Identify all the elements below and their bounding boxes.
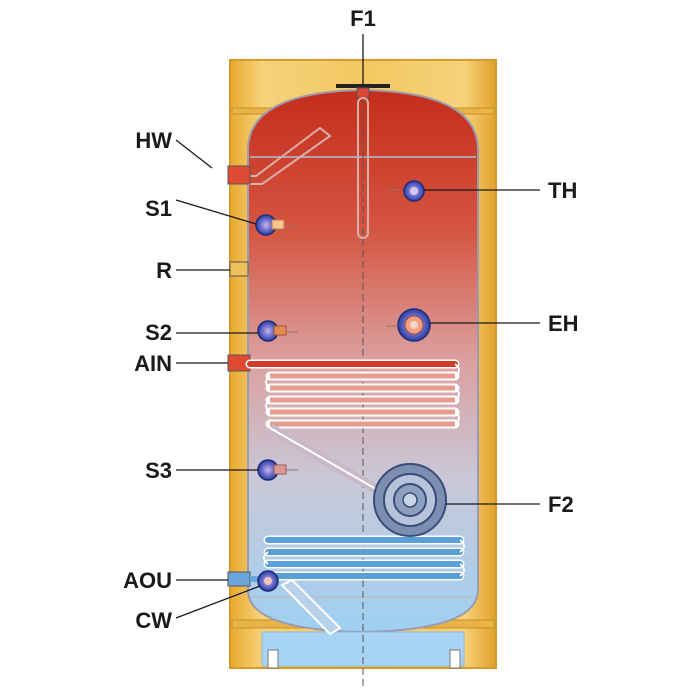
label-f2: F2 [548, 492, 574, 517]
hw-outlet-pipe [246, 126, 332, 185]
label-ain: AIN [134, 351, 172, 376]
label-f1: F1 [350, 6, 376, 31]
label-th: TH [548, 178, 577, 203]
foot-right [449, 649, 461, 669]
label-s2: S2 [145, 320, 172, 345]
s2-port [257, 320, 287, 342]
aou-port [227, 571, 251, 587]
f2-flange [373, 463, 447, 537]
r-port [229, 261, 249, 277]
foot-left [267, 649, 279, 669]
hw-leader [175, 139, 213, 169]
cold-inlet-pipe [280, 578, 342, 636]
label-s3: S3 [145, 458, 172, 483]
s1-leader [175, 199, 257, 225]
label-cw: CW [135, 608, 172, 633]
cw-leader [175, 585, 261, 619]
th-port [403, 180, 425, 202]
label-s1: S1 [145, 196, 172, 221]
label-hw: HW [135, 128, 172, 153]
hw-port [227, 165, 251, 185]
eh-port [397, 308, 431, 342]
dip-tube [357, 97, 369, 239]
label-r: R [156, 258, 172, 283]
top-flange-fitting [356, 87, 370, 99]
label-eh: EH [548, 311, 579, 336]
upper-heating-coil [245, 359, 460, 505]
cw-port [257, 570, 279, 592]
label-aou: AOU [123, 568, 172, 593]
s1-port [255, 214, 285, 236]
top-flange-plate [336, 84, 390, 88]
